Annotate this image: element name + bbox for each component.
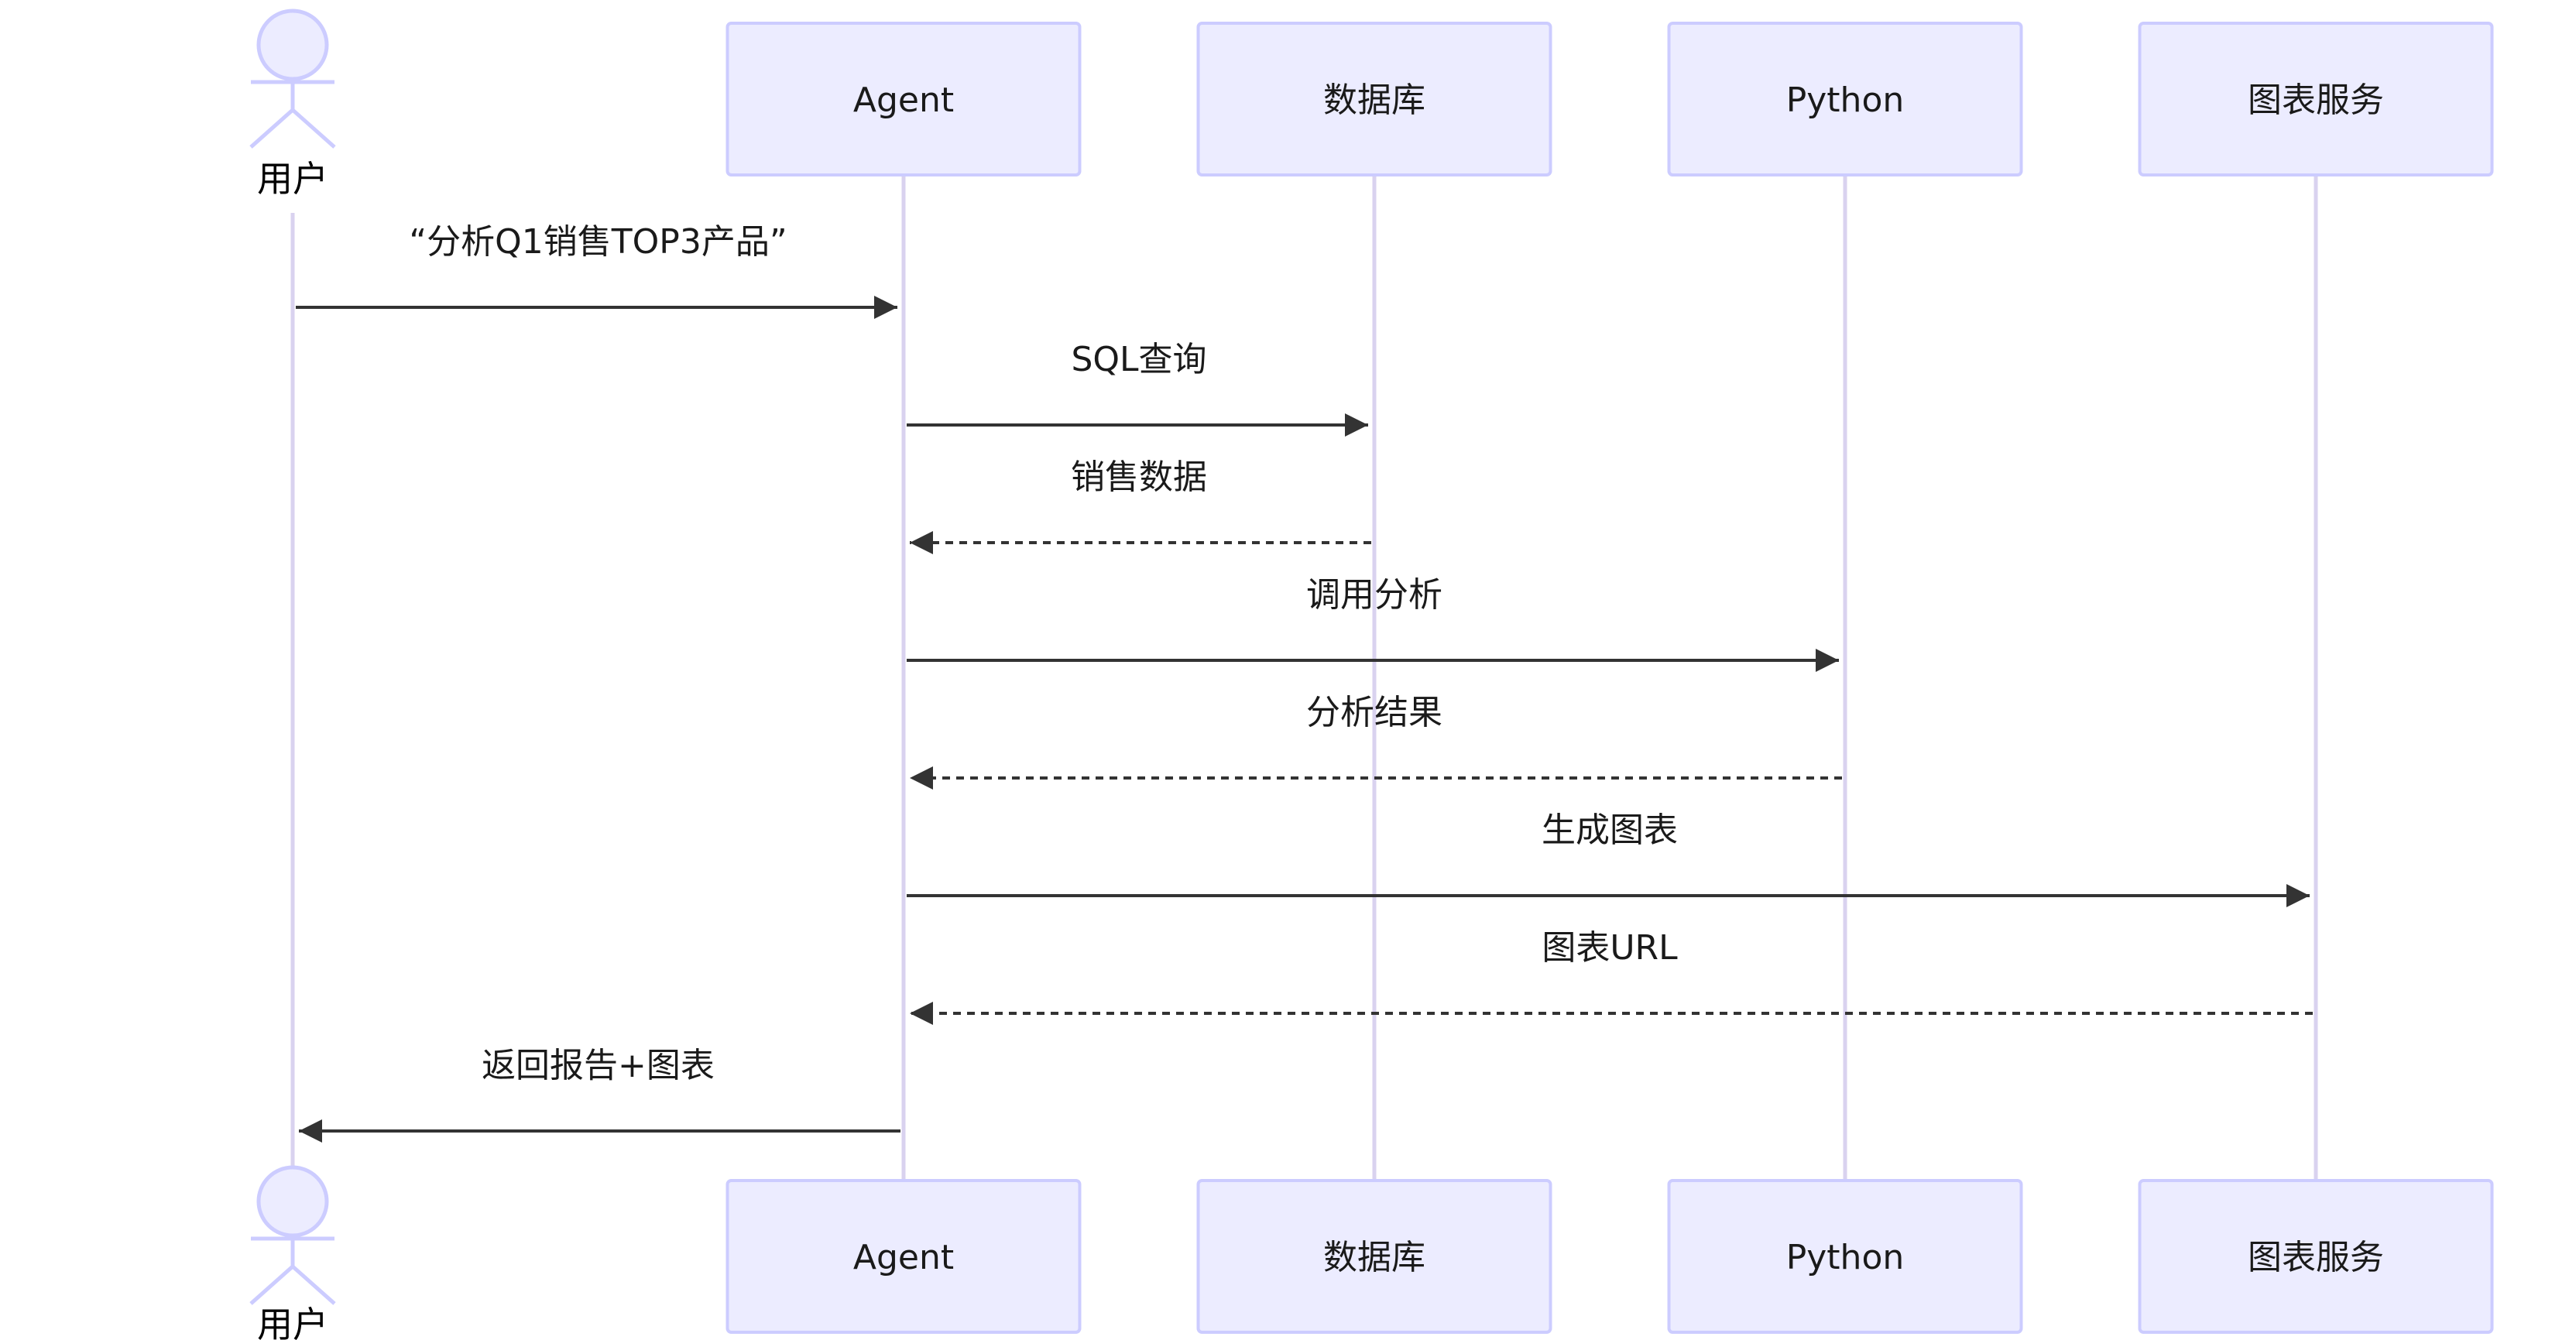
actor-user-bottom: 用户	[249, 1165, 336, 1340]
participant-agent-top: Agent	[725, 22, 1082, 176]
message-5: 分析结果	[910, 693, 1842, 790]
actor-user-top: 用户	[249, 9, 336, 200]
participant-chart-bottom: 图表服务	[2138, 1179, 2494, 1334]
participant-box	[1196, 1179, 1552, 1334]
message-label: 生成图表	[1542, 811, 1678, 850]
actor-leg-right-icon	[291, 1265, 336, 1305]
participant-box	[1196, 22, 1552, 176]
participant-label: Python	[1786, 81, 1905, 120]
participant-label: Python	[1786, 1238, 1905, 1277]
actor-head-icon	[256, 1165, 329, 1238]
message-7: 图表URL	[910, 928, 2313, 1025]
participant-label: Agent	[853, 81, 954, 120]
message-label: 返回报告+图表	[482, 1046, 715, 1085]
participant-db-bottom: 数据库	[1196, 1179, 1552, 1334]
participant-box	[2138, 1179, 2494, 1334]
participant-label: 数据库	[1323, 1238, 1425, 1277]
participant-box	[725, 22, 1082, 176]
participant-box	[1667, 22, 2023, 176]
message-label: 分析结果	[1306, 693, 1442, 732]
participant-label: 图表服务	[2248, 81, 2384, 120]
participant-label: 图表服务	[2248, 1238, 2384, 1277]
participant-python-top: Python	[1667, 22, 2023, 176]
message-3: 销售数据	[910, 458, 1371, 554]
message-6: 生成图表	[907, 811, 2310, 907]
message-label: SQL查询	[1071, 340, 1206, 379]
participant-agent-bottom: Agent	[725, 1179, 1082, 1334]
message-label: 销售数据	[1071, 458, 1207, 497]
actor-leg-left-icon	[249, 108, 294, 149]
actor-leg-left-icon	[249, 1265, 294, 1305]
message-1: “分析Q1销售TOP3产品”	[296, 222, 897, 319]
message-label: 调用分析	[1306, 575, 1442, 615]
participant-box	[1667, 1179, 2023, 1334]
participant-label: 数据库	[1323, 81, 1425, 120]
actor-head-icon	[256, 9, 329, 81]
actor-label: 用户	[257, 158, 328, 200]
participant-box	[2138, 22, 2494, 176]
message-label: “分析Q1销售TOP3产品”	[409, 222, 787, 262]
participant-box	[725, 1179, 1082, 1334]
participant-python-bottom: Python	[1667, 1179, 2023, 1334]
participant-db-top: 数据库	[1196, 22, 1552, 176]
message-label: 图表URL	[1542, 928, 1678, 968]
message-4: 调用分析	[907, 575, 1839, 672]
message-8: 返回报告+图表	[299, 1046, 900, 1143]
participant-chart-top: 图表服务	[2138, 22, 2494, 176]
actor-label: 用户	[257, 1304, 328, 1340]
actor-leg-right-icon	[291, 108, 336, 149]
participant-label: Agent	[853, 1238, 954, 1277]
message-2: SQL查询	[907, 340, 1368, 437]
